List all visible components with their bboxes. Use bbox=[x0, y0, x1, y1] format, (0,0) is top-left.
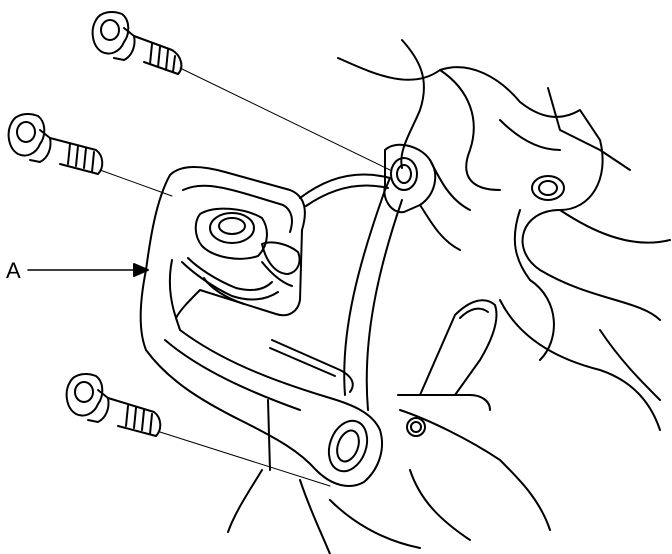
housing-hole-lower bbox=[407, 418, 425, 436]
housing-hole-upper bbox=[532, 176, 564, 200]
engine-housing bbox=[300, 40, 670, 554]
bracket-bolt-hole-lower bbox=[322, 415, 374, 476]
callout-label-a: A bbox=[6, 258, 21, 283]
bolt-bottom bbox=[67, 374, 330, 486]
callout-a-leader bbox=[28, 264, 148, 276]
bracket bbox=[141, 167, 382, 532]
bolt-middle bbox=[9, 114, 172, 196]
bolt-top bbox=[93, 12, 390, 170]
mount bbox=[182, 209, 300, 304]
support-arm bbox=[300, 145, 470, 410]
arm-bolt-hole bbox=[391, 158, 417, 190]
mount-bore bbox=[210, 213, 254, 243]
